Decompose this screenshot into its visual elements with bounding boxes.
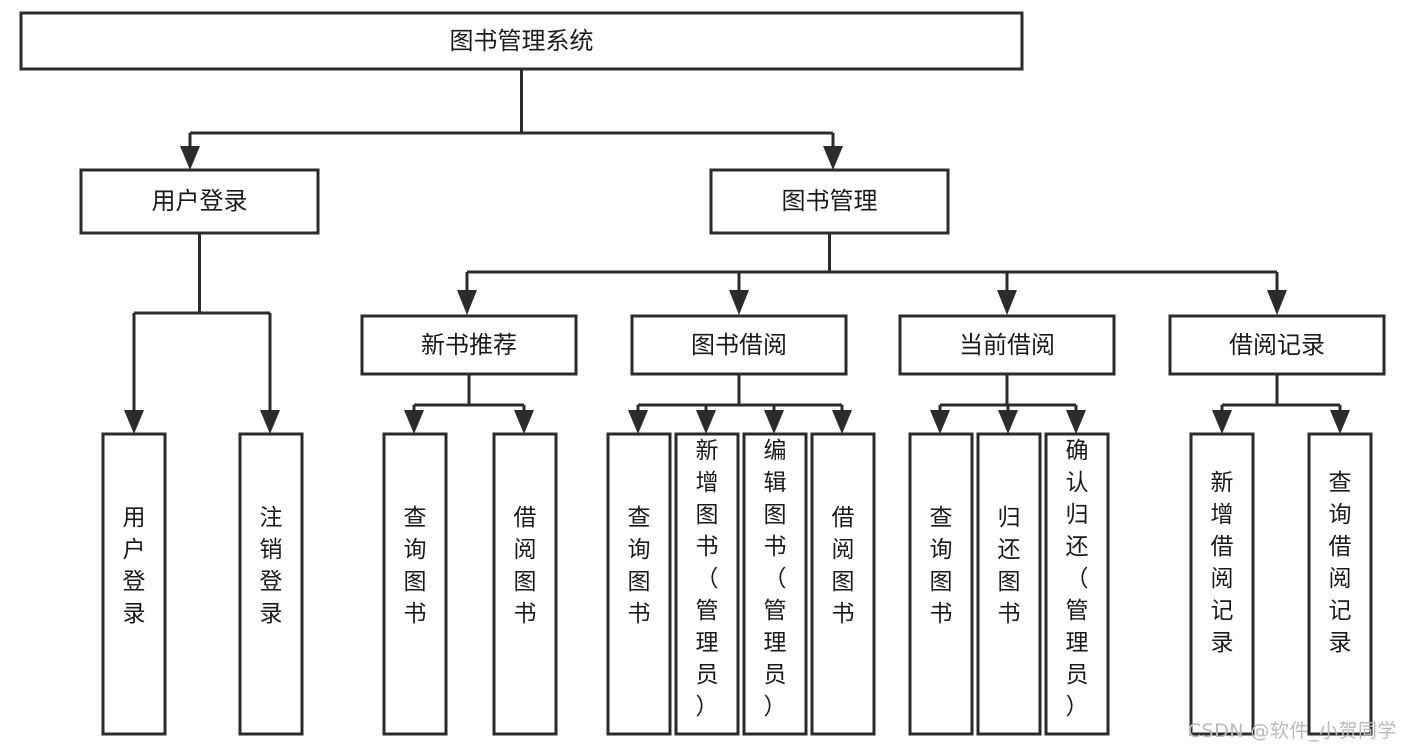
arrow-head-icon — [457, 290, 477, 315]
arrow-head-icon — [1330, 410, 1350, 434]
leaf-leaf-query-record-label: 查询借阅记录 — [1329, 470, 1352, 656]
leaf-leaf-confirm-return-box[interactable] — [1044, 432, 1110, 736]
arrow-head-icon — [514, 410, 534, 434]
connector-newbook-to-leaves — [404, 375, 534, 434]
leaf-leaf-return-book-label: 归还图书 — [998, 505, 1021, 627]
arrow-head-icon — [1267, 290, 1287, 315]
leaf-leaf-logout-box[interactable] — [238, 432, 304, 736]
node-new-book-rec-box[interactable] — [360, 314, 578, 376]
node-new-book-rec[interactable]: 新书推荐 — [360, 314, 578, 376]
arrow-head-icon — [764, 410, 784, 434]
node-borrow-record-box[interactable] — [1168, 314, 1386, 376]
node-current-borrow-box[interactable] — [898, 314, 1116, 376]
leaf-node-group: 用户登录 注销登录 查询图书 借阅图书 查询图书 新增图书 — [101, 432, 1373, 736]
leaf-leaf-query-book-2-label: 查询图书 — [628, 505, 651, 627]
arrow-head-icon — [180, 146, 200, 170]
leaf-leaf-borrow-book-2[interactable]: 借阅图书 — [810, 432, 876, 736]
leaf-leaf-confirm-return[interactable]: 确认归还（管理员） — [1044, 432, 1110, 736]
leaf-leaf-borrow-book-1[interactable]: 借阅图书 — [492, 432, 558, 736]
leaf-leaf-query-book-3[interactable]: 查询图书 — [908, 432, 974, 736]
node-root[interactable]: 图书管理系统 — [19, 11, 1024, 71]
node-root-label: 图书管理系统 — [450, 27, 594, 55]
arrow-head-icon — [260, 410, 280, 434]
csdn-watermark: CSDN @软件_小贺同学 — [1187, 720, 1397, 742]
leaf-leaf-edit-book[interactable]: 编辑图书（管理员） — [742, 432, 808, 736]
leaf-leaf-query-record-box[interactable] — [1307, 432, 1373, 736]
leaf-leaf-logout-label: 注销登录 — [260, 505, 283, 627]
leaf-leaf-query-book-2-box[interactable] — [606, 432, 672, 736]
node-user-login-box[interactable] — [79, 168, 320, 235]
arrow-head-icon — [997, 290, 1017, 315]
connector-borrowrecord-to-leaves — [1212, 375, 1350, 434]
leaf-leaf-borrow-book-1-box[interactable] — [492, 432, 558, 736]
leaf-leaf-add-book-label: 新增图书（管理员） — [696, 438, 719, 720]
leaf-leaf-add-record-label: 新增借阅记录 — [1211, 470, 1234, 656]
arrow-head-icon — [729, 290, 749, 315]
arrow-head-icon — [1066, 410, 1086, 434]
leaf-leaf-borrow-book-2-box[interactable] — [810, 432, 876, 736]
leaf-leaf-user-login[interactable]: 用户登录 — [101, 432, 167, 736]
leaf-leaf-query-book-2[interactable]: 查询图书 — [606, 432, 672, 736]
leaf-leaf-edit-book-label: 编辑图书（管理员） — [764, 438, 787, 720]
arrow-head-icon — [404, 410, 424, 434]
node-book-manage-label: 图书管理 — [782, 187, 878, 215]
connector-bookmanage-to-level3 — [457, 233, 1287, 315]
node-borrow-record[interactable]: 借阅记录 — [1168, 314, 1386, 376]
node-book-manage-box[interactable] — [709, 168, 950, 235]
leaf-leaf-add-record-box[interactable] — [1189, 432, 1255, 736]
leaf-leaf-borrow-book-2-label: 借阅图书 — [832, 505, 855, 627]
leaf-leaf-query-record[interactable]: 查询借阅记录 — [1307, 432, 1373, 736]
leaf-leaf-edit-book-box[interactable] — [742, 432, 808, 736]
connector-currentborrow-to-leaves — [930, 375, 1086, 434]
connector-bookborrow-to-leaves — [628, 375, 852, 434]
arrow-head-icon — [823, 146, 843, 170]
node-book-borrow[interactable]: 图书借阅 — [630, 314, 848, 376]
leaf-leaf-query-book-1[interactable]: 查询图书 — [382, 432, 448, 736]
arrow-head-icon — [998, 410, 1018, 434]
node-book-borrow-box[interactable] — [630, 314, 848, 376]
leaf-leaf-logout[interactable]: 注销登录 — [238, 432, 304, 736]
leaf-leaf-confirm-return-label: 确认归还（管理员） — [1066, 438, 1089, 720]
node-root-box[interactable] — [19, 11, 1024, 71]
node-book-manage[interactable]: 图书管理 — [709, 168, 950, 235]
node-user-login-label: 用户登录 — [152, 187, 248, 215]
arrow-head-icon — [1212, 410, 1232, 434]
node-book-borrow-label: 图书借阅 — [691, 331, 787, 359]
arrow-head-icon — [930, 410, 950, 434]
leaf-leaf-add-book[interactable]: 新增图书（管理员） — [674, 432, 740, 736]
node-current-borrow-label: 当前借阅 — [959, 331, 1055, 359]
connector-userlogin-to-leaves — [124, 233, 280, 434]
arrow-head-icon — [832, 410, 852, 434]
node-new-book-rec-label: 新书推荐 — [421, 331, 517, 359]
leaf-leaf-query-book-1-label: 查询图书 — [404, 505, 427, 627]
leaf-leaf-add-record[interactable]: 新增借阅记录 — [1189, 432, 1255, 736]
leaf-leaf-user-login-label: 用户登录 — [123, 505, 146, 627]
leaf-leaf-return-book-box[interactable] — [976, 432, 1042, 736]
leaf-leaf-user-login-box[interactable] — [101, 432, 167, 736]
connector-layer — [124, 69, 1350, 434]
leaf-leaf-query-book-1-box[interactable] — [382, 432, 448, 736]
arrow-head-icon — [124, 410, 144, 434]
arrow-head-icon — [628, 410, 648, 434]
arrow-head-icon — [696, 410, 716, 434]
node-user-login[interactable]: 用户登录 — [79, 168, 320, 235]
leaf-leaf-add-book-box[interactable] — [674, 432, 740, 736]
connector-root-to-level2 — [180, 69, 843, 170]
node-borrow-record-label: 借阅记录 — [1229, 331, 1325, 359]
leaf-leaf-query-book-3-label: 查询图书 — [930, 505, 953, 627]
node-current-borrow[interactable]: 当前借阅 — [898, 314, 1116, 376]
leaf-leaf-return-book[interactable]: 归还图书 — [976, 432, 1042, 736]
leaf-leaf-borrow-book-1-label: 借阅图书 — [514, 505, 537, 627]
leaf-leaf-query-book-3-box[interactable] — [908, 432, 974, 736]
